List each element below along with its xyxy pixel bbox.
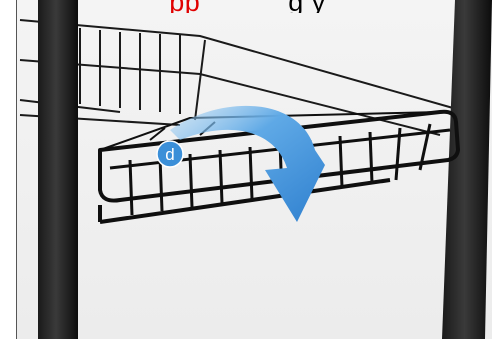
caption: pp g y <box>0 0 495 13</box>
left-post <box>38 0 78 339</box>
caption-post: g y <box>200 0 326 13</box>
step-marker-label: d <box>165 145 174 164</box>
right-post <box>442 0 492 339</box>
step-marker: d <box>157 141 183 167</box>
caption-highlight: pp <box>169 0 200 13</box>
